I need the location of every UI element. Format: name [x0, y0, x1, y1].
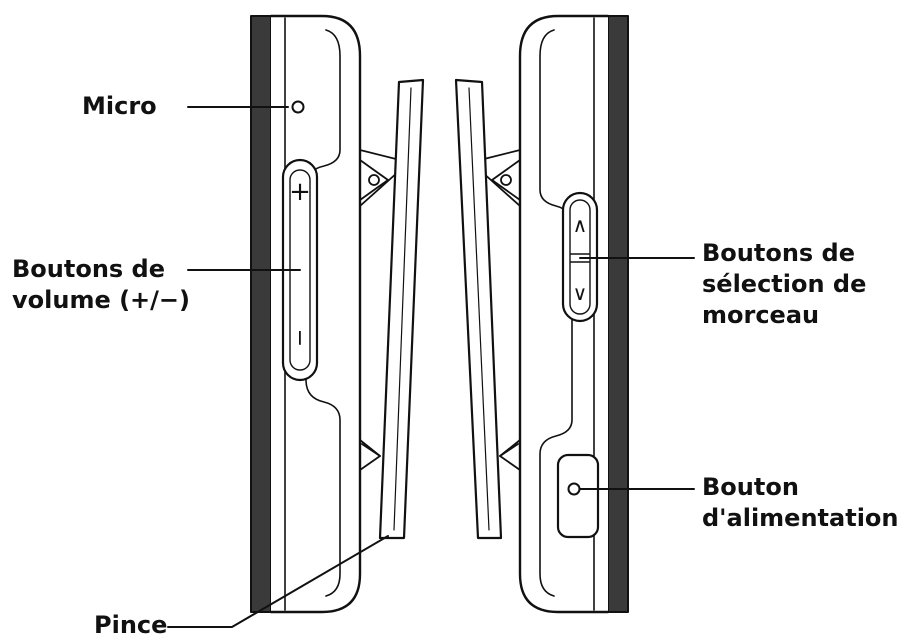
power-button	[567, 482, 581, 496]
clip-right-arm	[454, 78, 503, 540]
right-hinge-pin	[500, 174, 512, 186]
label-volume-buttons: Boutons de volume (+/−)	[12, 255, 191, 314]
track-down-glyph: ∨	[573, 281, 588, 305]
left-device	[250, 14, 362, 614]
label-track-buttons: Boutons de sélection de morceau	[702, 239, 867, 329]
track-button-divider	[570, 253, 590, 263]
right-device-dark-frame	[607, 15, 629, 613]
leader-clip	[167, 535, 389, 628]
leader-lines	[167, 106, 695, 628]
label-clip: Pince	[94, 611, 168, 639]
track-up-glyph: ∧	[573, 213, 588, 237]
clip-left-arm	[378, 78, 425, 540]
right-device	[518, 14, 629, 614]
label-power-button: Bouton d'alimentation	[702, 473, 899, 532]
right-clip-hinge	[479, 149, 521, 471]
volume-up-glyph: +	[289, 177, 311, 207]
left-hinge-pin	[368, 174, 380, 186]
left-device-dark-frame	[250, 15, 272, 613]
microphone-hole	[291, 100, 305, 114]
left-clip-hinge	[359, 149, 401, 471]
power-button-housing	[556, 453, 600, 539]
volume-down-glyph: −	[287, 329, 312, 347]
right-device-bevel-line	[539, 29, 573, 597]
label-micro: Micro	[82, 92, 157, 120]
